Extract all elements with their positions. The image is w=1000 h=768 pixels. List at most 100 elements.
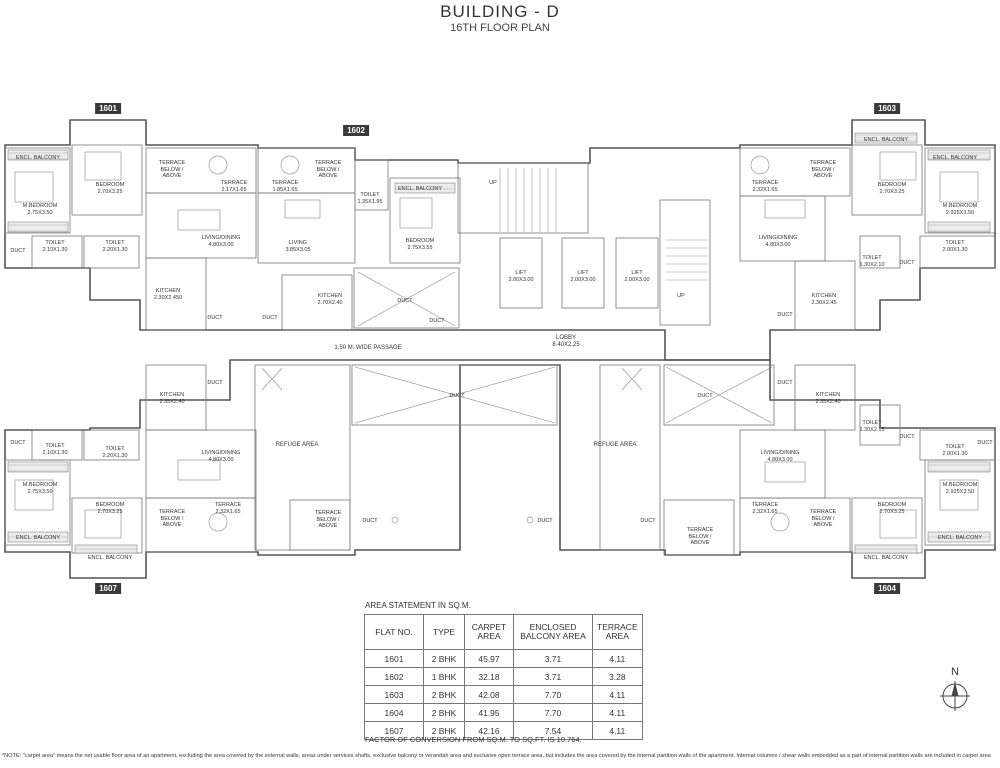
table-cell: 2 BHK [423,721,465,740]
room-label: TERRACE BELOW / ABOVE [809,160,837,179]
room-label: ENCL. BALCONY [87,555,133,561]
column-header: ENCLOSED BALCONY AREA [513,614,593,650]
room-label: TERRACE BELOW / ABOVE [314,510,342,529]
table-row: 1604 2 BHK 41.95 7.70 4.11 [364,703,643,722]
table-cell: 3.71 [513,667,593,686]
table-cell: 4.11 [592,721,643,740]
room-label: BEDROOM 2.70X3.25 [877,502,907,515]
room-label: TERRACE BELOW / ABOVE [314,160,342,179]
room-label: TERRACE 2.17X1.65 [220,180,248,193]
table-row: 1603 2 BHK 42.08 7.70 4.11 [364,685,643,704]
column-header: FLAT NO. [364,614,424,650]
table-cell: 41.95 [464,703,514,722]
room-label: TERRACE BELOW / ABOVE [809,509,837,528]
room-label: TOILET 2.10X1.30 [42,443,68,456]
room-label: LIVING/DINING 4.80X3.00 [758,235,798,248]
room-label: DUCT [397,298,413,304]
room-label: BEDROOM 2.70X3.25 [95,182,125,195]
room-label: LIVING/DINING 4.80X3.00 [201,235,241,248]
room-label: TOILET 2.20X1.30 [102,446,128,459]
table-cell: 3.71 [513,649,593,668]
column-header: TYPE [423,614,465,650]
table-cell: 45.97 [464,649,514,668]
flat-tag-1607: 1607 [95,583,121,594]
column-header: TERRACE AREA [592,614,643,650]
flat-tag-1604: 1604 [874,583,900,594]
carpet-area-note: *NOTE: "carpet area" means the net usabl… [2,753,991,759]
room-label: ENCL. BALCONY [932,155,978,161]
table-cell: 7.70 [513,703,593,722]
table-cell: 4.11 [592,685,643,704]
room-label: TERRACE 1.85X1.65 [271,180,299,193]
room-label: LIVING/DINING 4.80X3.00 [201,450,241,463]
room-label: M.BEDROOM 2.75X3.50 [22,482,58,495]
table-cell: 1604 [364,703,424,722]
room-label: LIFT 2.00X3.00 [570,270,596,283]
table-row: 1601 2 BHK 45.97 3.71 4.11 [364,649,643,668]
room-label: DUCT [362,518,378,524]
room-label: ENCL. BALCONY [15,535,61,541]
room-label: DUCT [207,315,223,321]
room-label: DUCT [429,318,445,324]
table-cell: 1 BHK [423,667,465,686]
table-cell: 2 BHK [423,703,465,722]
room-label: DUCT [10,248,26,254]
room-label: DUCT [207,380,223,386]
room-label: KITCHEN 2.70X2.40 [317,293,343,306]
refuge-area-label: REFUGE AREA [275,442,319,448]
page-title: BUILDING - D [440,2,560,21]
room-label: TERRACE BELOW / ABOVE [158,160,186,179]
room-label: LIFT 2.00X3.00 [508,270,534,283]
room-label: KITCHEN 2.35X2.40 [815,392,841,405]
room-label: DUCT [777,312,793,318]
room-label: DUCT [697,393,713,399]
area-statement-title: AREA STATEMENT IN SQ.M. [365,601,471,610]
compass-north-label: N [951,666,959,678]
table-cell: 42.16 [464,721,514,740]
room-label: TOILET 1.35X1.95 [357,192,383,205]
room-label: TOILET 2.20X1.30 [102,240,128,253]
column-header: CARPET AREA [464,614,514,650]
room-label: DUCT [899,260,915,266]
room-label: TOILET 1.30X2.10 [859,255,885,268]
room-label: TERRACE BELOW / ABOVE [686,527,714,546]
flat-tag-1601: 1601 [95,103,121,114]
flat-tag-1602: 1602 [343,125,369,136]
room-label: TERRACE 2.32X1.65 [751,180,779,193]
room-label: LIVING 3.85X3.05 [285,240,311,253]
flat-tag-1603: 1603 [874,103,900,114]
table-row: 1602 1 BHK 32.18 3.71 3.28 [364,667,643,686]
lobby-label: LOBBY 8.40X2.25 [552,335,580,348]
room-label: UP [677,293,685,299]
room-label: ENCL. BALCONY [397,186,443,192]
table-row: 1607 2 BHK 42.16 7.54 4.11 [364,721,643,740]
table-header-row: FLAT NO. TYPE CARPET AREA ENCLOSED BALCO… [364,614,643,650]
table-cell: 1602 [364,667,424,686]
refuge-area-label: REFUGE AREA [593,442,637,448]
room-label: LIVING/DINING 4.80X3.00 [760,450,800,463]
area-statement-table: FLAT NO. TYPE CARPET AREA ENCLOSED BALCO… [364,614,643,740]
room-label: M.BEDROOM 2.925X3.50 [942,203,978,216]
room-label: BEDROOM 2.70X3.25 [95,502,125,515]
room-label: KITCHEN 2.30X2.45 [811,293,837,306]
room-label: TERRACE 2.32X1.65 [214,502,242,515]
table-cell: 7.54 [513,721,593,740]
room-label: DUCT [262,315,278,321]
room-label: TOILET 2.10X1.30 [42,240,68,253]
room-label: BEDROOM 2.70X3.25 [877,182,907,195]
room-label: ENCL. BALCONY [863,555,909,561]
table-cell: 2 BHK [423,649,465,668]
table-cell: 4.11 [592,649,643,668]
room-label: TOILET 2.00X1.30 [942,444,968,457]
room-label: DUCT [10,440,26,446]
table-cell: 32.18 [464,667,514,686]
room-label: TOILET 2.00X1.30 [942,240,968,253]
table-cell: 3.28 [592,667,643,686]
table-cell: 2 BHK [423,685,465,704]
room-label: M.BEDROOM 2.925X3.50 [942,482,978,495]
table-cell: 1601 [364,649,424,668]
room-label: DUCT [899,434,915,440]
room-label: ENCL. BALCONY [15,155,61,161]
room-label: ENCL. BALCONY [863,137,909,143]
room-label: UP [489,180,497,186]
